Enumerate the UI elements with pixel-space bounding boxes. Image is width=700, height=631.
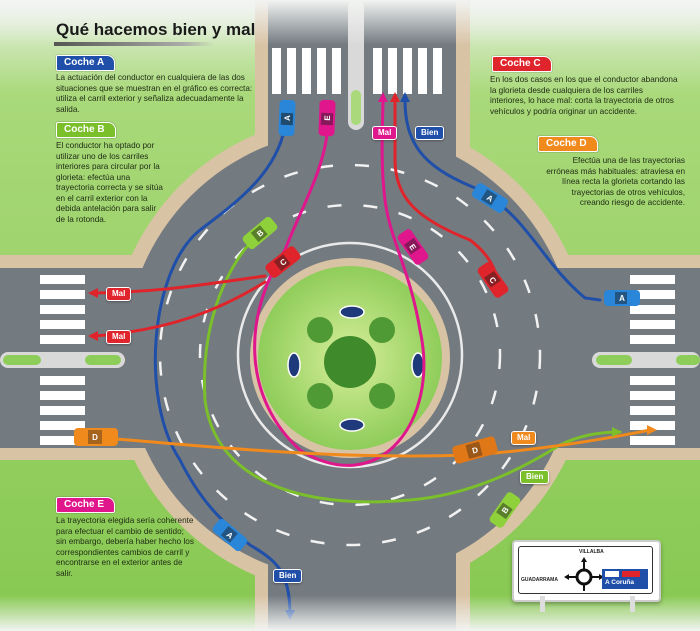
sign-destination-right-panel: A Coruña bbox=[602, 569, 648, 589]
svg-text:B: B bbox=[255, 228, 265, 239]
svg-text:B: B bbox=[500, 505, 511, 515]
cars: A E B C E bbox=[74, 99, 640, 552]
svg-text:A: A bbox=[283, 115, 292, 121]
sign-destination-right: A Coruña bbox=[605, 579, 635, 586]
crosswalk-right bbox=[630, 275, 675, 445]
car-a-right-upper: A bbox=[472, 183, 508, 213]
mal-pill-top: Mal bbox=[372, 126, 398, 140]
car-d-left: D bbox=[74, 428, 118, 446]
coche-d-label: Coche D bbox=[538, 136, 598, 152]
svg-text:D: D bbox=[92, 433, 98, 442]
svg-text:E: E bbox=[323, 115, 332, 121]
roundabout-signs bbox=[287, 305, 425, 432]
car-a-right-exit: A bbox=[604, 290, 640, 306]
crosswalk-top bbox=[272, 48, 442, 94]
bien-pill-top: Bien bbox=[415, 126, 445, 140]
coche-b-description: El conductor ha optado por utilizar uno … bbox=[56, 141, 163, 224]
median-right-grass bbox=[596, 355, 632, 365]
car-e-top: E bbox=[318, 99, 336, 137]
coche-e-label: Coche E bbox=[56, 497, 116, 513]
car-a-bottom: A bbox=[212, 518, 248, 552]
sign-destination-left: GUADARRAMA bbox=[521, 577, 558, 583]
coche-a-label: Coche A bbox=[56, 55, 116, 71]
top-fade bbox=[0, 0, 700, 45]
sign-post-left bbox=[540, 596, 545, 612]
sign-road-badge bbox=[605, 571, 619, 577]
island-trees bbox=[307, 317, 395, 409]
median-left-grass2 bbox=[85, 355, 121, 365]
road-sign-panel: VILLALBA GUADARRAMA A Coruña bbox=[518, 546, 653, 594]
car-a-top: A bbox=[278, 99, 296, 137]
sign-road-badge-red bbox=[622, 571, 640, 577]
svg-text:A: A bbox=[485, 193, 495, 204]
crosswalk-left bbox=[40, 275, 85, 445]
car-b-top: B bbox=[242, 216, 278, 250]
mal-pill-left-2: Mal bbox=[106, 330, 132, 344]
svg-text:C: C bbox=[278, 257, 288, 268]
svg-text:A: A bbox=[619, 294, 625, 303]
coche-e-description: La trayectoria elegida sería coherente p… bbox=[56, 516, 194, 578]
coche-a-description: La actuación del conductor en cualquiera… bbox=[56, 73, 253, 114]
coche-c-label: Coche C bbox=[492, 56, 552, 72]
coche-c-description: En los dos casos en los que el conductor… bbox=[490, 75, 678, 116]
car-c-right: C bbox=[477, 262, 509, 298]
sign-destination-top: VILLALBA bbox=[579, 549, 604, 555]
mal-pill-left-1: Mal bbox=[106, 287, 132, 301]
median-top-grass bbox=[351, 90, 361, 125]
trajectory-e bbox=[253, 96, 426, 467]
svg-text:D: D bbox=[471, 445, 479, 455]
car-b-bottom: B bbox=[489, 492, 521, 528]
roundabout-symbol-icon bbox=[564, 557, 604, 591]
svg-text:E: E bbox=[407, 243, 418, 253]
coche-b-label: Coche B bbox=[56, 122, 116, 138]
median-left-grass bbox=[3, 355, 41, 365]
car-e-right: E bbox=[397, 229, 429, 265]
page-title: Qué hacemos bien y mal bbox=[56, 20, 256, 39]
svg-text:A: A bbox=[225, 530, 235, 541]
car-c-left: C bbox=[265, 246, 301, 278]
svg-text:C: C bbox=[487, 275, 498, 285]
bien-pill-bottom: Bien bbox=[273, 569, 303, 583]
trajectory-d bbox=[88, 428, 652, 458]
road-sign: VILLALBA GUADARRAMA A Coruña bbox=[512, 540, 661, 602]
coche-d-description: Efectúa una de las trayectorias erróneas… bbox=[546, 156, 685, 207]
car-d-center: D bbox=[452, 436, 498, 464]
inner-ring-line bbox=[236, 241, 464, 469]
bien-pill-right: Bien bbox=[520, 470, 550, 484]
median-right-grass2 bbox=[676, 355, 700, 365]
lane-markings bbox=[158, 163, 542, 547]
sign-post-right bbox=[630, 596, 635, 612]
trajectory-a-outer bbox=[153, 118, 292, 617]
mal-pill-right: Mal bbox=[511, 431, 537, 445]
title-underline bbox=[54, 42, 214, 46]
